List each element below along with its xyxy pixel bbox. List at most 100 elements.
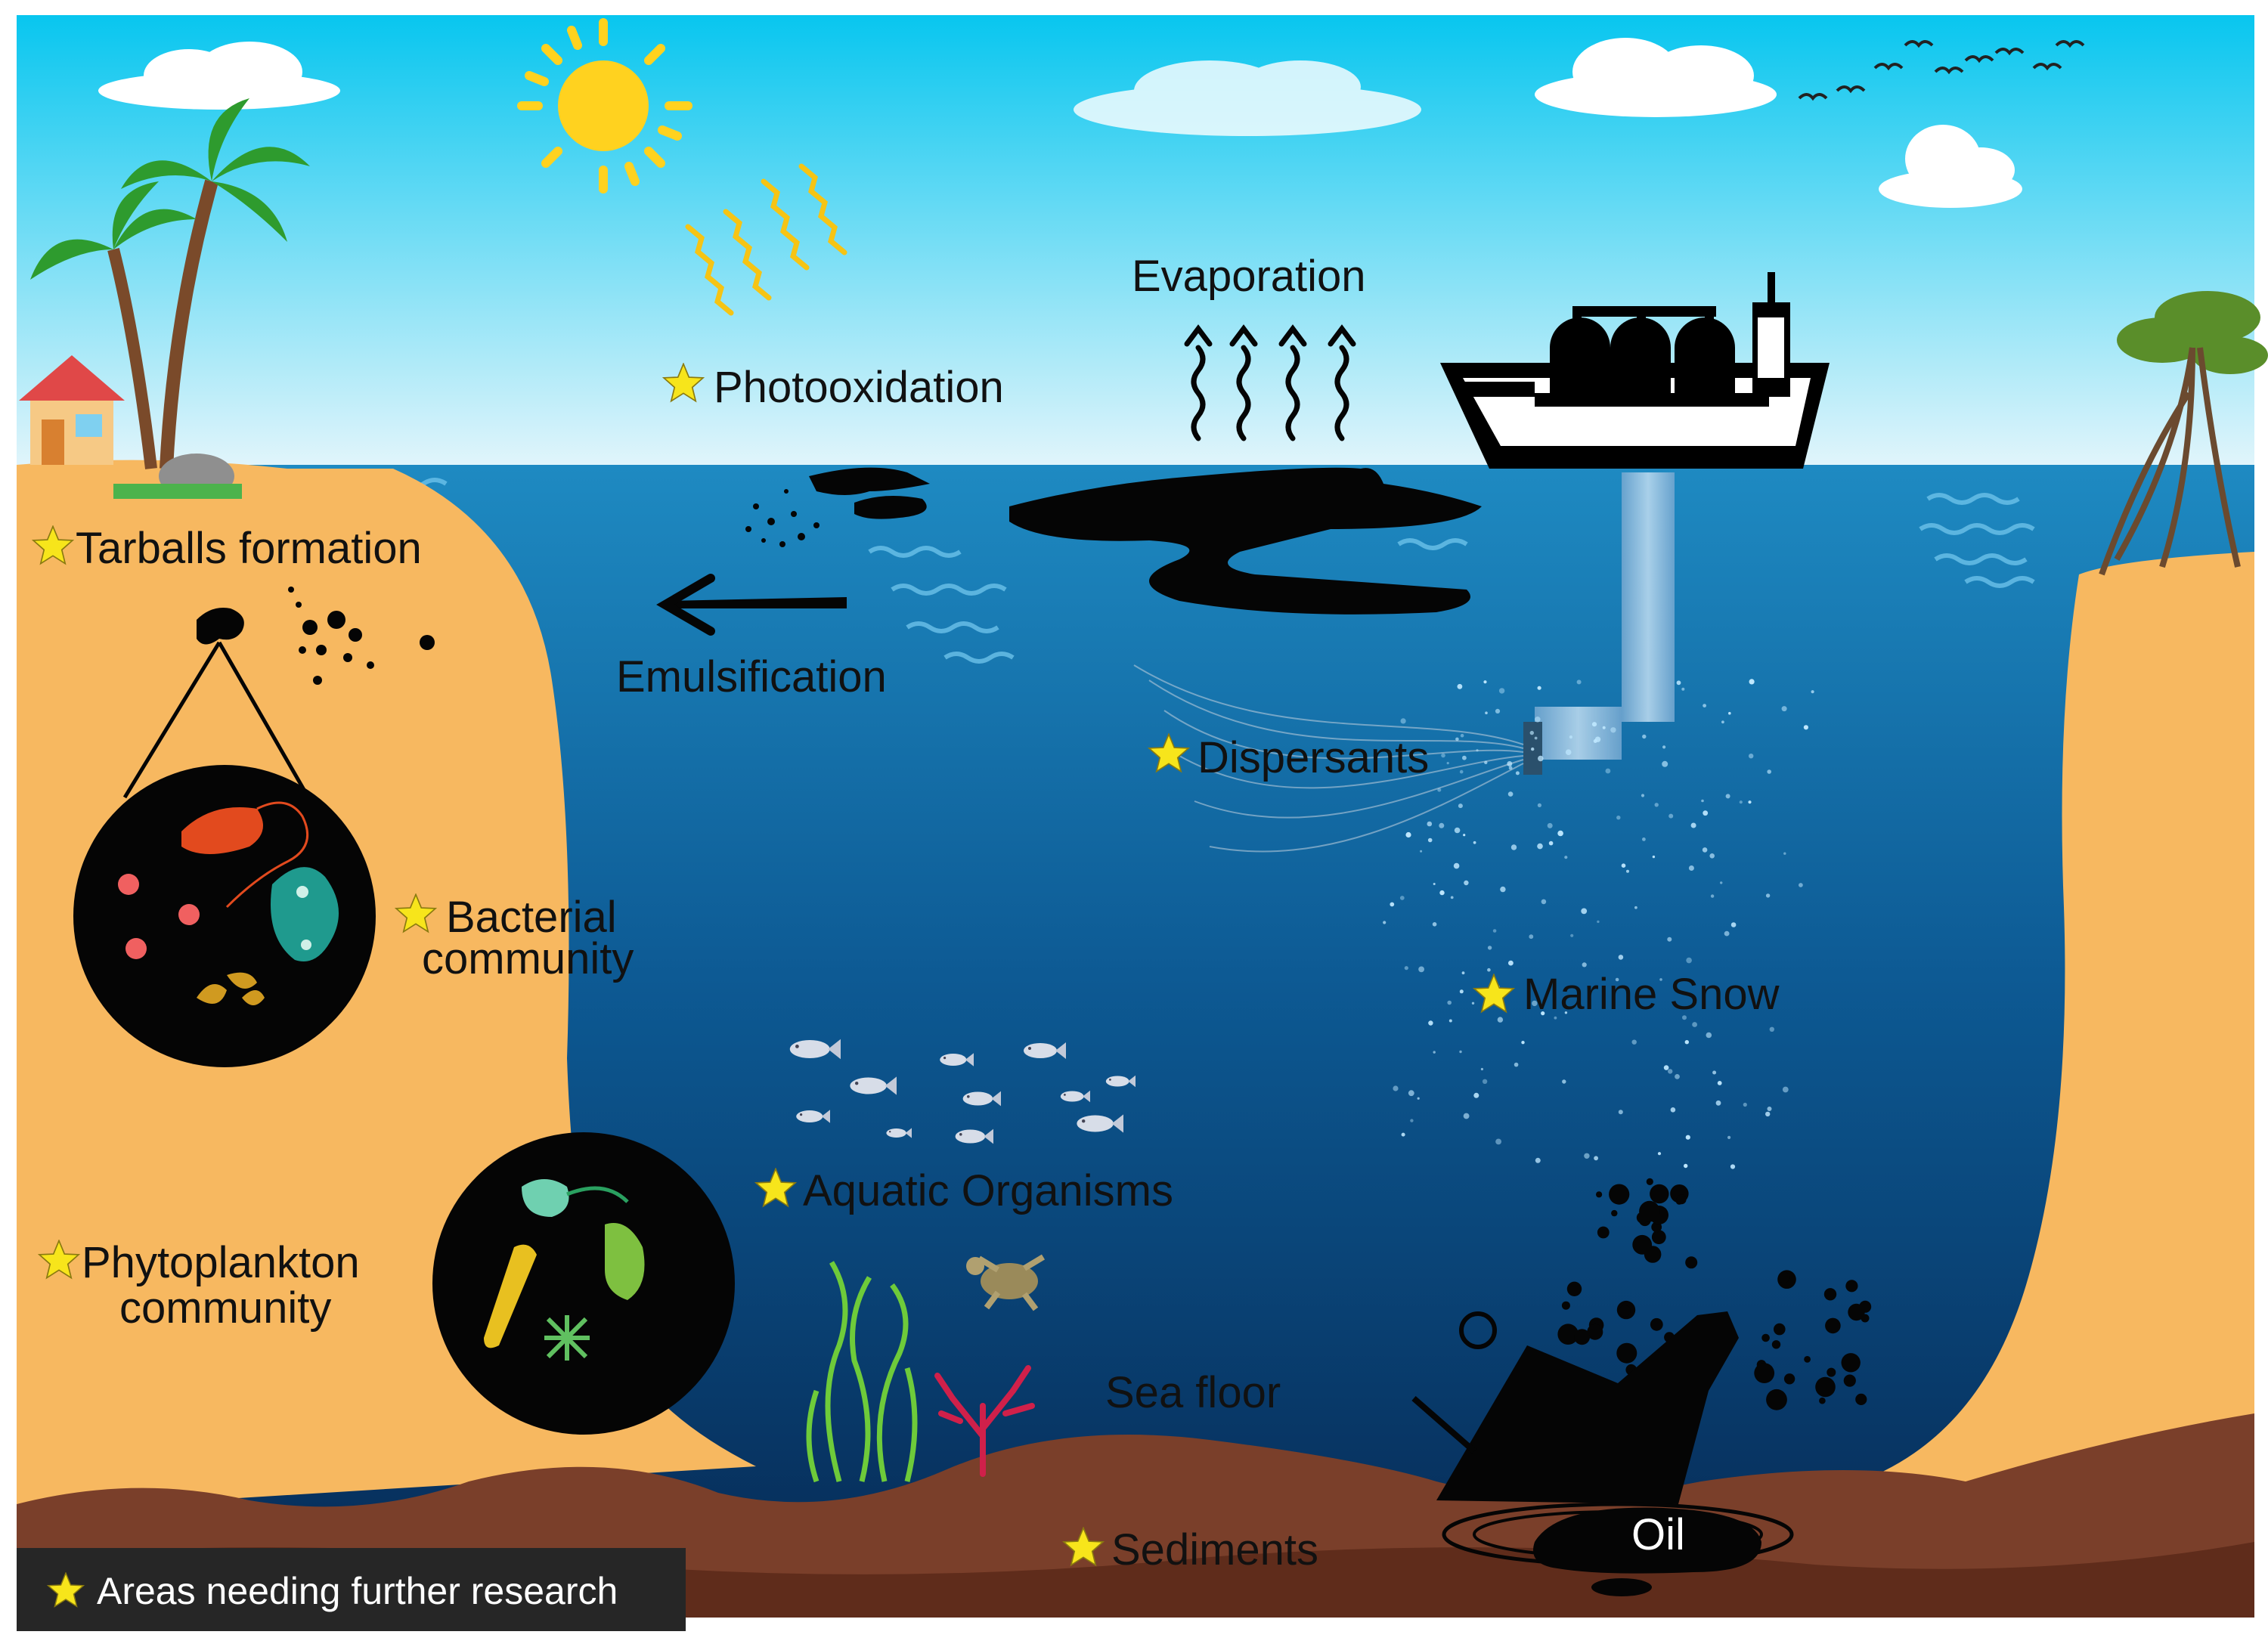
snow-particle [1706, 1032, 1712, 1039]
snow-particle [1727, 1135, 1731, 1139]
snow-particle [1803, 725, 1808, 730]
snow-particle [1783, 852, 1786, 855]
sea-turtle-icon [966, 1254, 1046, 1311]
snow-particle [1662, 745, 1666, 749]
snow-particle [1458, 803, 1463, 809]
phytoplankton-community-label-line2: community [119, 1283, 331, 1333]
snow-particle [1433, 883, 1436, 885]
sky [17, 15, 2254, 469]
snow-particle [1769, 1026, 1774, 1032]
oil-bubble [1825, 1317, 1841, 1334]
snow-particle [1480, 1067, 1483, 1071]
snow-particle [1541, 899, 1547, 905]
snow-particle [1641, 794, 1645, 797]
cloud-icon [1074, 60, 1421, 136]
emulsification-arrow-icon [656, 574, 847, 636]
snow-particle [1562, 1079, 1566, 1084]
bacterial-community-label-line2: community [422, 934, 634, 983]
snow-particle [1535, 717, 1541, 723]
snow-particle [1514, 1062, 1519, 1067]
snow-particle [1576, 680, 1582, 685]
snow-particle [1390, 902, 1395, 907]
snow-particle [1724, 930, 1730, 936]
oil-bubbles [1557, 1178, 1872, 1410]
snow-particle [1461, 971, 1465, 975]
snow-particle [1455, 737, 1459, 741]
snow-particle [1554, 1016, 1557, 1020]
snow-particle [1420, 850, 1423, 853]
snow-particle [1811, 690, 1814, 694]
snow-particle [1702, 847, 1708, 853]
snow-particle [1410, 1119, 1414, 1122]
oil-bubble [1616, 1342, 1637, 1364]
snow-particle [1616, 816, 1621, 820]
oil-bubble [1639, 1200, 1660, 1222]
snow-particle [1703, 704, 1707, 707]
snow-particle [1432, 922, 1437, 927]
snow-particle [1529, 730, 1535, 735]
snow-particle [1610, 727, 1616, 733]
snow-particle [1510, 844, 1517, 850]
snow-particle [1767, 769, 1771, 774]
oil-bubble [1587, 1323, 1603, 1340]
oil-bubble [1646, 1178, 1653, 1185]
snow-particle [1497, 1017, 1504, 1023]
snow-particle [1485, 711, 1488, 714]
snow-particle [1701, 799, 1704, 803]
snow-particle [1532, 1000, 1538, 1007]
snow-particle [1495, 1138, 1501, 1145]
oil-bubble [1651, 1230, 1666, 1245]
snow-particle [1720, 881, 1723, 884]
oil-bubble [1566, 1281, 1582, 1297]
oil-bubble [1823, 1288, 1837, 1301]
snow-particle [1535, 1157, 1541, 1163]
snow-particle [1684, 1040, 1689, 1045]
snow-particle [1454, 827, 1461, 834]
oil-bubble [1611, 1209, 1618, 1217]
snow-particle [1663, 1065, 1669, 1070]
snow-particle [1495, 708, 1501, 714]
snow-particle [1427, 821, 1433, 827]
snow-particle [1690, 822, 1696, 828]
phytoplankton-community-icon [432, 1132, 735, 1435]
oil-bubble [1676, 1194, 1687, 1205]
snow-particle [1473, 841, 1476, 844]
snow-particle [1448, 1019, 1452, 1023]
snow-particle [1463, 834, 1466, 837]
snow-particle [1642, 734, 1647, 739]
oil-slick [809, 467, 1482, 615]
snow-particle [1457, 683, 1463, 689]
tar-droplets [745, 489, 820, 547]
snow-particle [1668, 813, 1674, 819]
oil-bubble [1855, 1393, 1867, 1405]
oil-bubble [1774, 1323, 1786, 1336]
snow-particle [1634, 906, 1637, 909]
oil-bubble [1783, 1373, 1796, 1385]
snow-particle [1594, 1156, 1599, 1161]
snow-particle [1652, 855, 1656, 859]
uv-rays-icon [685, 163, 847, 316]
snow-particle [1433, 1051, 1436, 1054]
snow-particle [1476, 749, 1479, 752]
snow-particle [1471, 1002, 1475, 1005]
snow-particle [1417, 1097, 1420, 1100]
snow-particle [1427, 837, 1433, 843]
snow-particle [1453, 862, 1460, 869]
snow-particle [1537, 843, 1543, 850]
snow-particle [1715, 1100, 1721, 1106]
oil-bubble [1609, 1184, 1630, 1205]
bacterial-community-label-line1: Bacterial [446, 893, 617, 942]
snow-particle [1564, 856, 1568, 859]
snow-particle [1627, 989, 1630, 992]
coral-icon [934, 1365, 1035, 1477]
snow-particle [1399, 896, 1405, 900]
snow-particle [1557, 830, 1563, 837]
snow-particle [1401, 1132, 1405, 1137]
oil-bubble [1845, 1280, 1858, 1293]
snow-particle [1428, 1020, 1433, 1026]
oil-bubble [1574, 1329, 1591, 1345]
oil-bubble [1650, 1317, 1663, 1331]
snow-particle [1688, 865, 1694, 871]
snow-particle [1484, 760, 1488, 764]
